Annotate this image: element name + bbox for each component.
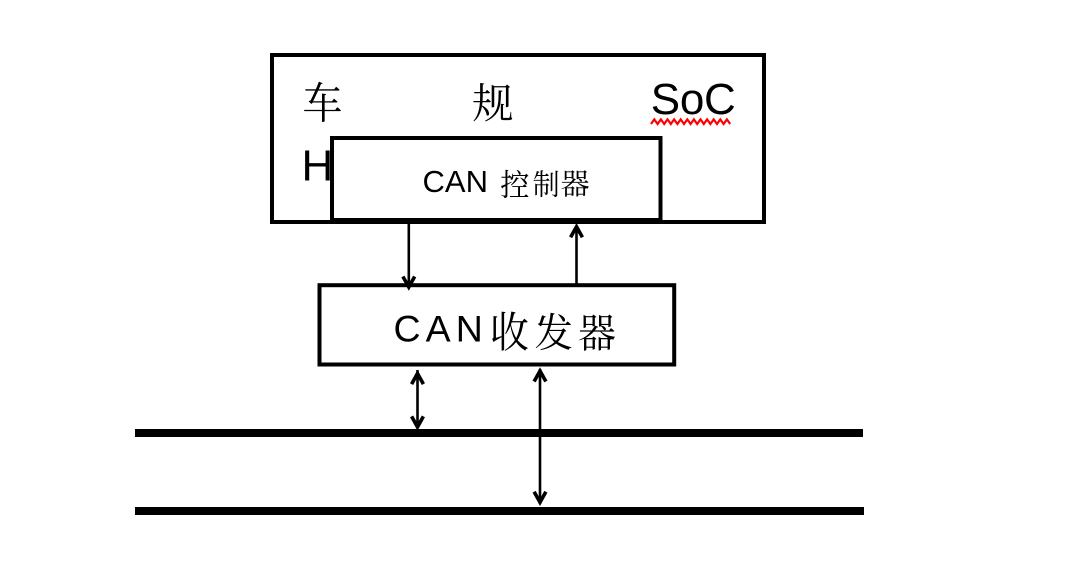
svg-text:CAN: CAN — [394, 308, 483, 350]
svg-text:CAN: CAN — [423, 164, 489, 199]
svg-text:H: H — [302, 141, 334, 190]
svg-text:SoC: SoC — [651, 75, 736, 124]
